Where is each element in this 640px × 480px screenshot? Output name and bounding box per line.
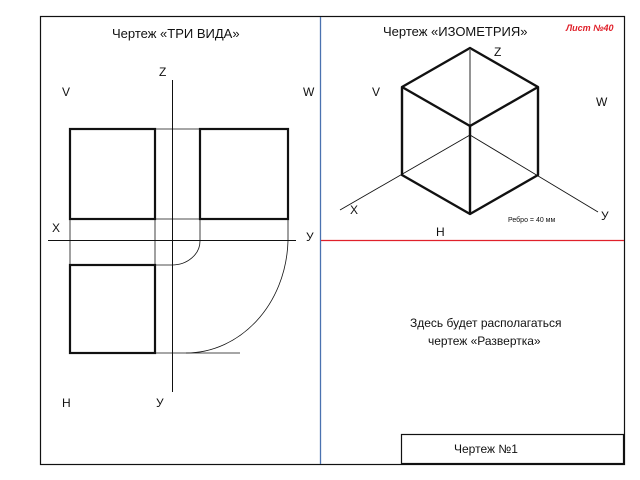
development-placeholder-line1: Здесь будет располагаться	[410, 316, 562, 330]
isometric-title: Чертеж «ИЗОМЕТРИЯ»	[383, 24, 528, 39]
isometric-panel: Чертеж «ИЗОМЕТРИЯ» Лист №40 Z X У V W H …	[339, 23, 625, 465]
iso-axis-label-y: У	[601, 209, 609, 223]
side-view-square	[198, 127, 290, 221]
sheet-frame	[39, 15, 626, 466]
top-view-square	[68, 263, 157, 355]
sheet-number: Лист №40	[565, 23, 614, 33]
development-placeholder-line2: чертеж «Развертка»	[428, 334, 541, 348]
iso-view-label-v: V	[372, 85, 380, 99]
projection-lines	[69, 128, 289, 354]
title-block	[400, 433, 625, 465]
axis-label-y-right: У	[306, 230, 314, 244]
title-block-label: Чертеж №1	[454, 442, 518, 456]
three-views-title: Чертеж «ТРИ ВИДА»	[112, 26, 240, 41]
iso-view-label-w: W	[596, 95, 608, 109]
isometric-axes	[339, 50, 599, 213]
view-label-v: V	[62, 85, 70, 99]
iso-axis-label-x: X	[350, 203, 358, 217]
axis-label-y-bottom: У	[156, 396, 164, 410]
isometric-cube	[400, 46, 540, 216]
view-label-h: H	[62, 396, 71, 410]
edge-length-note: Ребро = 40 мм	[508, 216, 555, 224]
axis-label-z: Z	[159, 65, 166, 79]
three-views-panel: Чертеж «ТРИ ВИДА» Z X У У V W H	[48, 26, 315, 410]
front-view-square	[68, 127, 157, 221]
iso-axis-label-z: Z	[494, 45, 501, 59]
view-label-w: W	[303, 85, 315, 99]
axis-label-x: X	[52, 221, 60, 235]
iso-view-label-h: H	[436, 225, 445, 239]
